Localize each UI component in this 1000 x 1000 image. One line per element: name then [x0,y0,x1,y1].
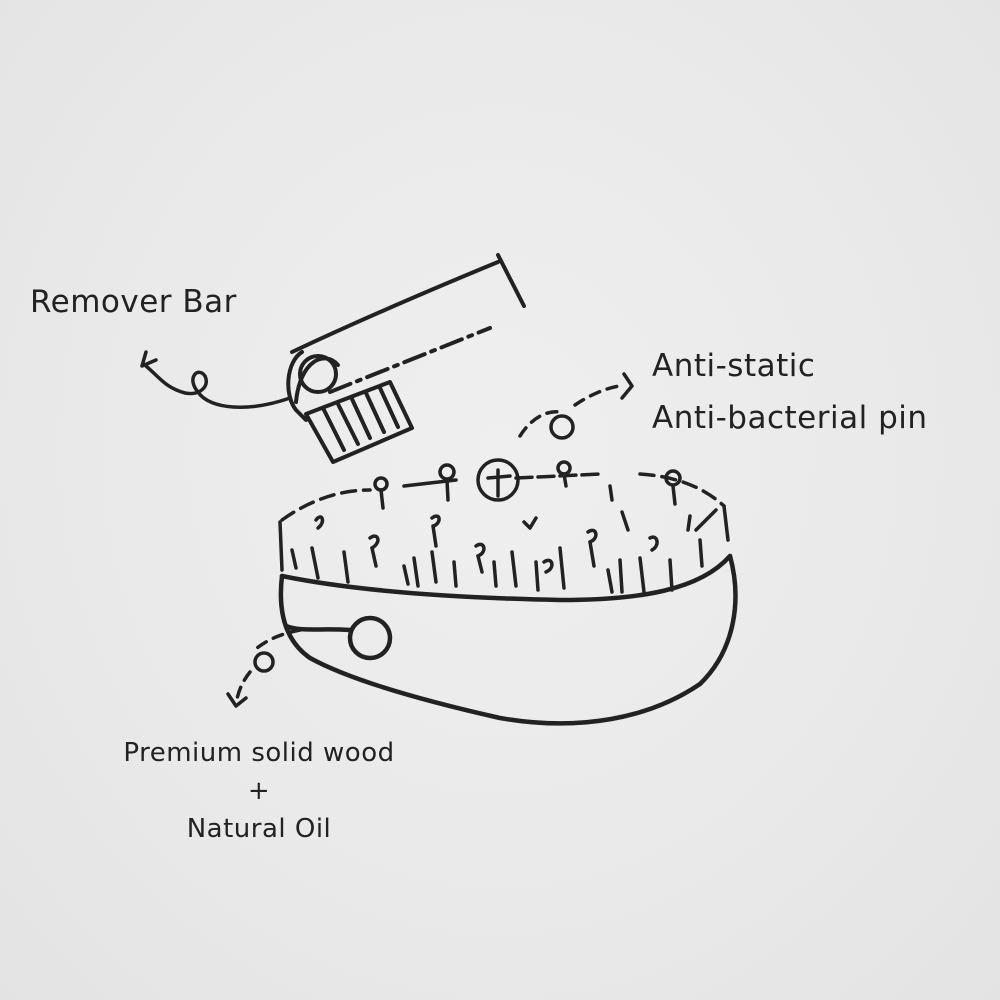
pin-arrow [518,372,634,440]
pin-label-line2: Anti-bacterial pin [652,400,928,436]
pin-label: Anti-static Anti-bacterial pin [652,340,928,444]
wood-label-plus: + [247,776,271,806]
wood-label: Premium solid wood + Natural Oil [92,734,426,848]
wood-label-line2: Natural Oil [186,814,332,844]
remover-arrow [140,350,292,409]
bristle-pad-drawing [278,458,730,594]
wood-label-line1: Premium solid wood [123,738,395,768]
remover-bar-drawing [286,253,526,464]
brush-body-drawing [278,553,738,726]
wood-arrow [226,628,302,708]
pin-label-line1: Anti-static [652,348,816,384]
remover-bar-label: Remover Bar [30,284,237,320]
